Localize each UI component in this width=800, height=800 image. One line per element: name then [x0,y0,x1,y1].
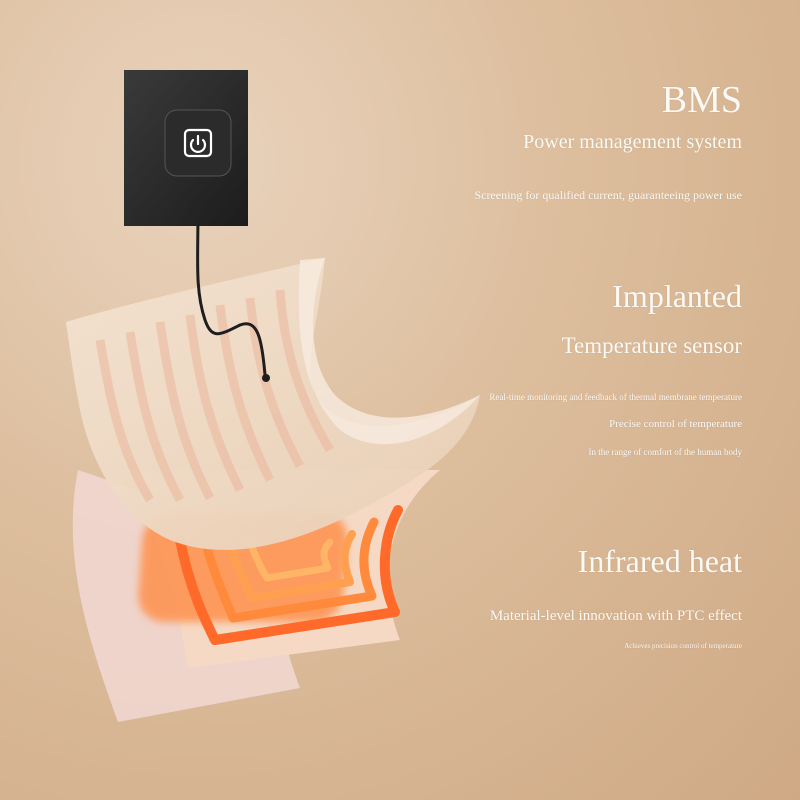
sensor-line-3: In the range of comfort of the human bod… [588,447,742,457]
fabric-fold-highlight [298,258,480,445]
sensor-line-1: Real-time monitoring and feedback of the… [489,392,742,402]
sensor-line-2: Precise control of temperature [609,418,742,430]
infrared-description: Achieves precision control of temperatur… [624,642,742,650]
bms-description: Screening for qualified current, guarant… [474,188,742,202]
bms-subtitle: Power management system [523,131,742,153]
heating-coil [175,505,403,645]
sensor-tip [262,374,270,382]
sensor-cable [196,211,267,376]
bms-title: BMS [661,79,742,121]
sensor-subtitle: Temperature sensor [561,333,742,358]
infrared-title: Infrared heat [577,543,742,579]
sensor-title: Implanted [612,278,742,314]
infrared-subtitle: Material-level innovation with PTC effec… [489,608,742,624]
fabric-wire-pattern [95,289,334,503]
power-icon [183,128,213,158]
